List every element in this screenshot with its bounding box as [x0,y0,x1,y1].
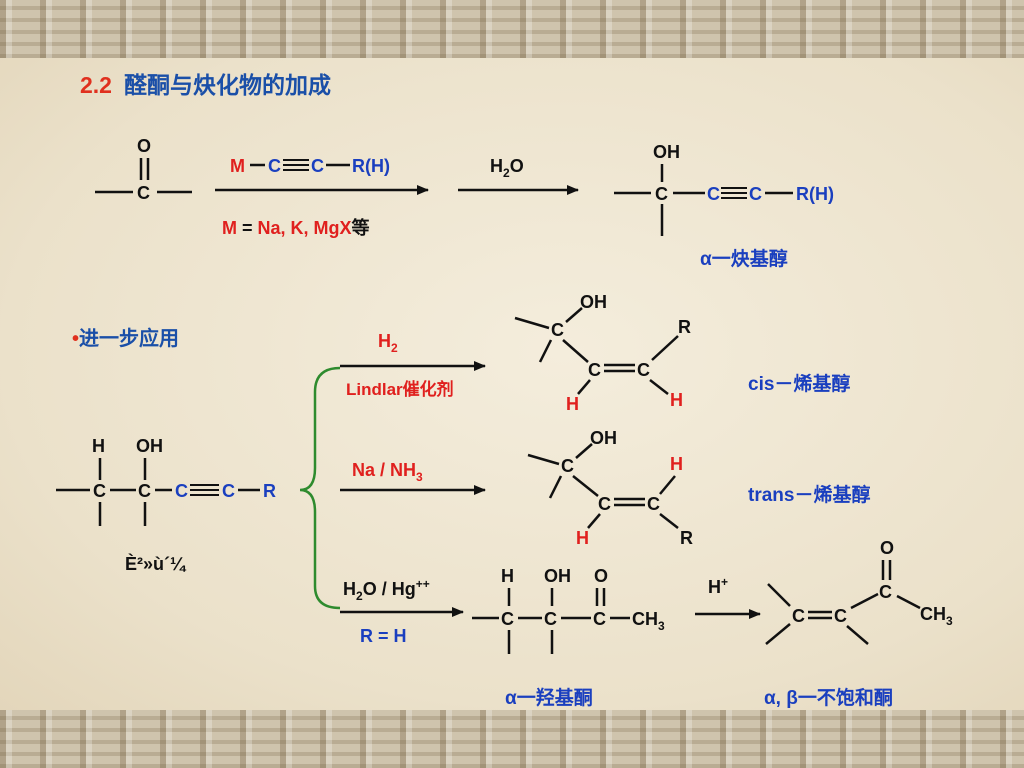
atom-c1: C [93,481,106,501]
atom-c1: C [707,184,720,204]
reagent-water: H2O [490,156,524,180]
atom-c: C [655,184,668,204]
atom-r: R [263,481,276,501]
title-text: 醛酮与炔化物的加成 [123,72,331,98]
branch-brace [299,366,341,610]
atom-c: C [137,183,150,203]
label-cis-enol: cis－烯基醇 [748,372,850,395]
atom-methyl: CH3 [632,609,665,633]
atom-o: O [137,136,151,156]
reagent-r: R(H) [352,156,390,176]
atom-c-b: C [647,494,660,514]
atom-c-b: C [637,360,650,380]
reagent-hydrogen: H2 [378,331,398,355]
atom-oh: OH [544,566,571,586]
atom-c4: C [222,481,235,501]
reagent-acid: H+ [708,575,728,597]
atom-r: R [680,528,693,548]
atom-oh: OH [580,292,607,312]
bullet-text: 进一步应用 [79,328,180,350]
label-unsaturated-ketone: α, β一不饱和酮 [764,686,893,709]
label-trans-enol: trans－烯基醇 [748,483,870,506]
atom-c2: C [544,609,557,629]
reagent-metal: M [230,156,245,176]
atom-c2: C [138,481,151,501]
atom-c1: C [501,609,514,629]
propargyl-alcohol-product: OH C C C R(H) [614,142,834,236]
bullet-further-application: •进一步应用 [72,322,179,351]
label-hydroxy-ketone: α一羟基酮 [505,686,593,709]
atom-oh: OH [136,436,163,456]
atom-o: O [880,538,894,558]
atom-c-b: C [834,606,847,626]
atom-h-top: H [670,454,683,474]
alkynyl-alcohol-start: H OH C C C C R [56,436,276,526]
atom-r: R [678,317,691,337]
atom-c-a: C [598,494,611,514]
atom-h: H [92,436,105,456]
reagent-sodium-ammonia: Na / NH3 [352,460,423,484]
start-material-caption: È²»ù´¼ [125,553,187,574]
atom-h-left: H [566,394,579,414]
atom-oh: OH [590,428,617,448]
atom-o: O [594,566,608,586]
atom-c3: C [175,481,188,501]
decorative-border-top [0,0,1024,58]
condition-lindlar: Lindlar催化剂 [346,379,454,399]
trans-enol-product: OH C C C H H R [527,428,693,548]
slide-background [0,58,1024,710]
carbonyl-compound: O C [95,136,192,203]
label-alkynyl-alcohol: α一炔基醇 [700,247,788,270]
reagent-c1: C [268,156,281,176]
hydroxy-ketone-product: H OH O C C C CH3 [472,566,665,654]
reagent-c2: C [311,156,324,176]
cis-enol-product: OH C C C R H H [514,292,691,414]
atom-r: R(H) [796,184,834,204]
atom-h: H [501,566,514,586]
bullet-marker: • [72,328,80,350]
title-number: 2.2 [80,72,112,98]
reagent-water-mercury: H2O / Hg++ [343,577,430,603]
condition-r-equals-h: R = H [360,626,407,646]
atom-c3: C [593,609,606,629]
atom-c-a: C [588,360,601,380]
atom-c-carbonyl: C [879,582,892,602]
atom-c-top: C [551,320,564,340]
decorative-border-bottom [0,710,1024,768]
condition-metals: M = Na, K, MgX等 [222,217,370,238]
atom-h-left: H [576,528,589,548]
atom-c-top: C [561,456,574,476]
slide-title: 2.2 醛酮与炔化物的加成 [80,66,331,100]
acetylide-reagent: M C C R(H) [230,156,390,176]
atom-c2: C [749,184,762,204]
unsaturated-ketone-product: O C CH3 C C [765,538,953,645]
atom-methyl: CH3 [920,604,953,628]
atom-c-a: C [792,606,805,626]
atom-h-right: H [670,390,683,410]
atom-oh: OH [653,142,680,162]
